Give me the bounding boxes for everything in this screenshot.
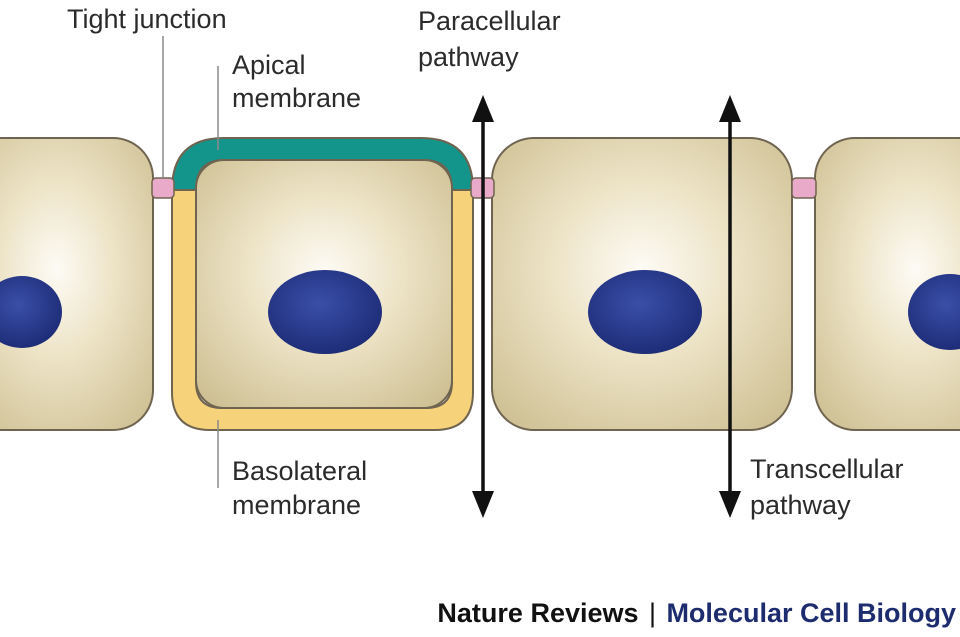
paracellular-label-line-1: Paracellular bbox=[418, 6, 561, 36]
paracellular-label-line-2: pathway bbox=[418, 42, 519, 72]
tight-junction-label: Tight junction bbox=[67, 4, 227, 34]
epithelial-cell-2 bbox=[170, 137, 475, 431]
epithelial-cell-4 bbox=[814, 137, 960, 431]
paracellular-pathway-label: Paracellular pathway bbox=[418, 6, 568, 72]
transcellular-label-line-1: Transcellular bbox=[750, 454, 904, 484]
epithelial-cell-3 bbox=[491, 137, 793, 431]
paracellular-arrow-icon bbox=[472, 95, 494, 518]
credit-separator: | bbox=[649, 598, 656, 628]
basolateral-label-line-2: membrane bbox=[232, 490, 361, 520]
journal-name: Nature Reviews bbox=[437, 598, 638, 628]
journal-credit: Nature Reviews | Molecular Cell Biology bbox=[437, 598, 956, 628]
tight-junction-icon bbox=[151, 177, 175, 199]
apical-label-line-1: Apical bbox=[232, 50, 306, 80]
nucleus-icon bbox=[588, 270, 702, 354]
transcellular-arrow-icon bbox=[719, 95, 741, 518]
transcellular-pathway-label: Transcellular pathway bbox=[750, 454, 911, 520]
apical-membrane-label: Apical membrane bbox=[232, 50, 361, 113]
nucleus-icon bbox=[0, 276, 62, 348]
basolateral-membrane-label: Basolateral membrane bbox=[232, 456, 375, 520]
epithelial-cell-1 bbox=[0, 137, 154, 431]
nucleus-icon bbox=[268, 270, 382, 354]
apical-label-line-2: membrane bbox=[232, 83, 361, 113]
nucleus-icon bbox=[908, 274, 960, 350]
journal-subject: Molecular Cell Biology bbox=[666, 598, 956, 628]
basolateral-label-line-1: Basolateral bbox=[232, 456, 367, 486]
transcellular-label-line-2: pathway bbox=[750, 490, 851, 520]
tight-junction-icon bbox=[791, 177, 817, 199]
